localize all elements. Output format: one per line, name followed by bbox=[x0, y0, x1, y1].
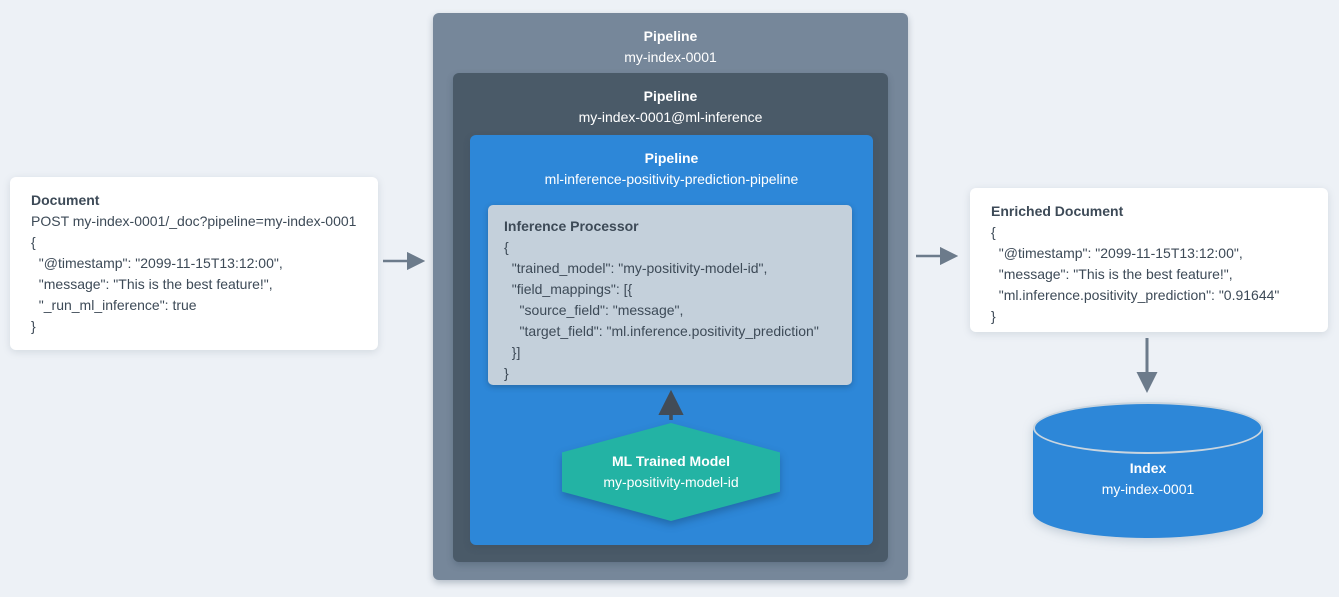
processor-json-line: }] bbox=[504, 344, 521, 360]
pipeline-middle-title: Pipeline bbox=[643, 88, 698, 104]
index-cylinder: Index my-index-0001 bbox=[1033, 402, 1263, 538]
enriched-json-line: } bbox=[991, 308, 996, 324]
document-json-line: "@timestamp": "2099-11-15T13:12:00", bbox=[31, 255, 283, 271]
index-cylinder-top-ellipse bbox=[1033, 402, 1263, 454]
pipeline-inner-title: Pipeline bbox=[644, 150, 699, 166]
processor-json-line: "trained_model": "my-positivity-model-id… bbox=[504, 260, 768, 276]
source-document-card: Document POST my-index-0001/_doc?pipelin… bbox=[10, 177, 378, 350]
index-name: my-index-0001 bbox=[1101, 481, 1195, 497]
processor-json-line: "field_mappings": [{ bbox=[504, 281, 633, 297]
document-post-line: POST my-index-0001/_doc?pipeline=my-inde… bbox=[31, 213, 357, 229]
processor-json-line: "source_field": "message", bbox=[504, 302, 684, 318]
processor-json-line: "target_field": "ml.inference.positivity… bbox=[504, 323, 819, 339]
processor-json-line: } bbox=[504, 365, 509, 381]
document-json-line: "_run_ml_inference": true bbox=[31, 297, 197, 313]
enriched-document-title: Enriched Document bbox=[991, 203, 1124, 219]
enriched-json-line: "ml.inference.positivity_prediction": "0… bbox=[991, 287, 1280, 303]
enriched-document-card: Enriched Document { "@timestamp": "2099-… bbox=[970, 188, 1328, 332]
ml-trained-model-shape: ML Trained Model my-positivity-model-id bbox=[562, 423, 780, 521]
document-json-line: { bbox=[31, 234, 36, 250]
pipeline-inner-name: ml-inference-positivity-prediction-pipel… bbox=[544, 171, 799, 187]
ml-model-name: my-positivity-model-id bbox=[603, 474, 739, 490]
document-json-line: } bbox=[31, 318, 36, 334]
index-label: Index my-index-0001 bbox=[1033, 458, 1263, 500]
ml-model-title: ML Trained Model bbox=[612, 453, 730, 469]
document-title: Document bbox=[31, 192, 100, 208]
processor-json-line: { bbox=[504, 239, 509, 255]
inference-processor-box: Inference Processor { "trained_model": "… bbox=[488, 205, 852, 385]
document-json-line: "message": "This is the best feature!", bbox=[31, 276, 273, 292]
enriched-json-line: "message": "This is the best feature!", bbox=[991, 266, 1233, 282]
pipeline-outer-title: Pipeline bbox=[643, 28, 698, 44]
ml-trained-model-hexagon: ML Trained Model my-positivity-model-id bbox=[562, 423, 780, 521]
enriched-json-line: "@timestamp": "2099-11-15T13:12:00", bbox=[991, 245, 1243, 261]
enriched-json-line: { bbox=[991, 224, 996, 240]
pipeline-outer-name: my-index-0001 bbox=[624, 49, 717, 65]
index-title: Index bbox=[1129, 460, 1167, 476]
inference-processor-title: Inference Processor bbox=[504, 218, 639, 234]
pipeline-middle-name: my-index-0001@ml-inference bbox=[578, 109, 763, 125]
